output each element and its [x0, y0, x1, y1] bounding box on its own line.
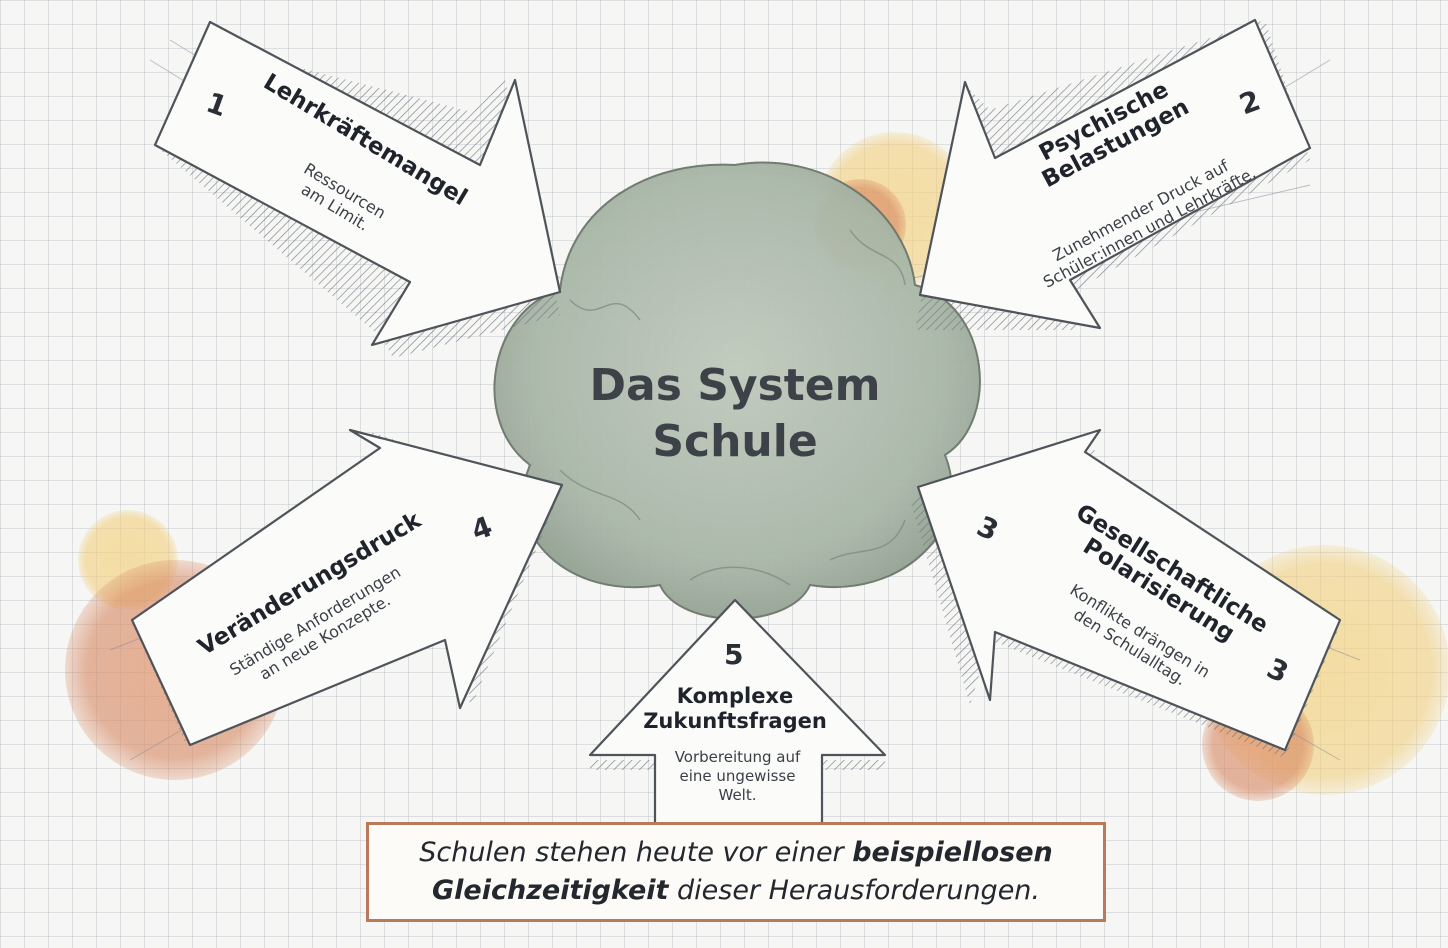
center-title-line1: Das System	[589, 360, 881, 411]
summary-text-part2: dieser Herausforderungen.	[668, 875, 1041, 906]
summary-bold-2: Gleichzeitigkeit	[431, 875, 669, 906]
center-title-line2: Schule	[652, 416, 818, 467]
arrow-5-subtitle-line1: Vorbereitung auf	[674, 748, 801, 766]
summary-line2: Gleichzeitigkeit dieser Herausforderunge…	[432, 872, 1040, 910]
arrow-1-shape	[153, 20, 562, 358]
arrow-5-subtitle-line3: Welt.	[718, 786, 757, 804]
arrow-4-shape	[130, 428, 564, 747]
summary-text-part1: Schulen stehen heute vor einer	[419, 837, 853, 868]
summary-line1: Schulen stehen heute vor einer beispiell…	[419, 834, 1053, 872]
arrow-2-shape	[915, 18, 1312, 330]
arrow-5-title-line2: Zukunftsfragen	[643, 709, 827, 733]
arrow-5-label: Komplexe Zukunftsfragen	[625, 684, 845, 734]
arrow-5-number: 5	[724, 638, 744, 671]
center-title: Das System Schule	[560, 358, 910, 470]
arrow-5-subtitle-line2: eine ungewisse	[679, 767, 796, 785]
summary-bold-1: beispiellosen	[852, 837, 1053, 868]
summary-box: Schulen stehen heute vor einer beispiell…	[366, 822, 1106, 922]
arrow-3-shape	[910, 428, 1342, 758]
arrow-5-subtitle: Vorbereitung auf eine ungewisse Welt.	[655, 748, 820, 805]
arrow-5-title-line1: Komplexe	[676, 684, 794, 708]
